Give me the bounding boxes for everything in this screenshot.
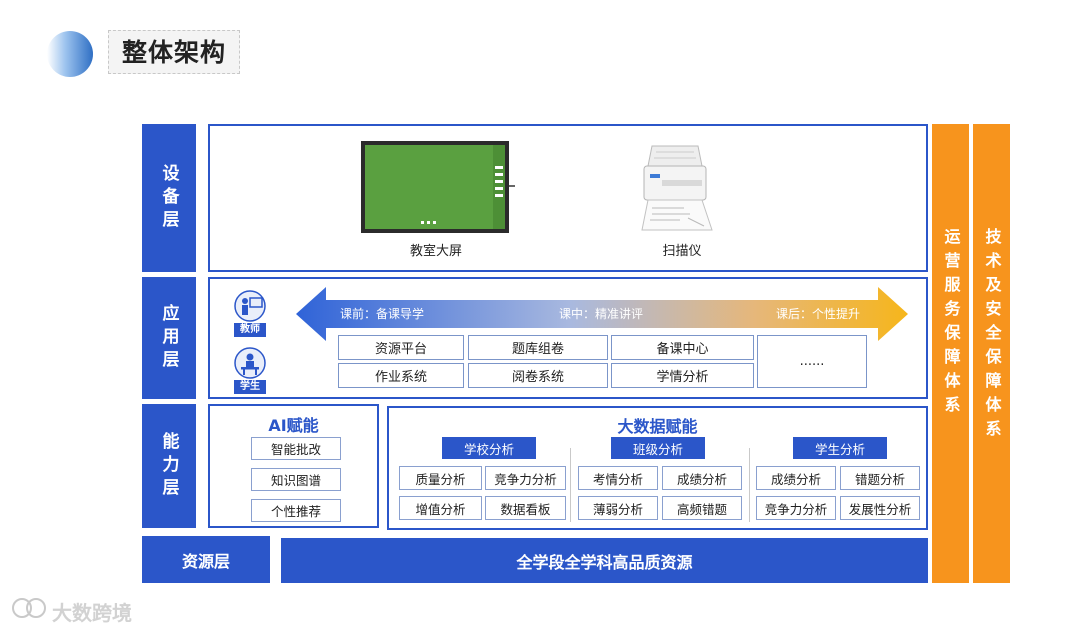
tech-security-guarantee-column: 技术及安全保障体系: [973, 124, 1010, 583]
layer-label-device: 设备层: [142, 124, 196, 272]
app-system-question-bank: 题库组卷: [468, 335, 608, 360]
app-system-homework: 作业系统: [338, 363, 464, 388]
bigdata-item: 发展性分析: [840, 496, 920, 520]
ai-empowerment-panel: AI赋能 智能批改 知识图谱 个性推荐: [208, 404, 379, 528]
ai-item-smart-grading: 智能批改: [251, 437, 341, 460]
group-divider: [749, 448, 750, 522]
smart-screen-icon: [361, 141, 517, 237]
bigdata-item: 成绩分析: [756, 466, 836, 490]
scanner-icon: [640, 144, 720, 236]
arrow-label-after-class: 课后：个性提升: [776, 305, 860, 322]
bigdata-item: 错题分析: [840, 466, 920, 490]
application-layer-panel: 教师 学生 课前：备课导学 课中：精准讲评 课后：个性提升: [208, 277, 928, 399]
app-system-more: ......: [757, 335, 867, 388]
watermark-logo-icon: [8, 596, 50, 624]
bigdata-item: 质量分析: [399, 466, 482, 490]
layer-label-capability: 能力层: [142, 404, 196, 528]
layer-label-application-text: 应用层: [157, 304, 182, 373]
bigdata-group-header-class: 班级分析: [611, 437, 705, 459]
bigdata-item: 竞争力分析: [485, 466, 566, 490]
student-icon: [232, 347, 268, 383]
role-label-teacher: 教师: [234, 323, 266, 337]
device-label-scanner: 扫描仪: [622, 240, 742, 259]
layer-label-resource: 资源层: [142, 536, 270, 583]
resource-bar: 全学段全学科高品质资源: [281, 538, 928, 583]
ai-item-knowledge-graph: 知识图谱: [251, 468, 341, 491]
ai-panel-title: AI赋能: [210, 412, 377, 436]
bigdata-group-header-school: 学校分析: [442, 437, 536, 459]
bigdata-panel-title: 大数据赋能: [389, 413, 926, 437]
layer-label-application: 应用层: [142, 277, 196, 399]
bigdata-item: 成绩分析: [662, 466, 742, 490]
bigdata-item: 增值分析: [399, 496, 482, 520]
bigdata-item: 薄弱分析: [578, 496, 658, 520]
device-label-smart-screen: 教室大屏: [376, 240, 496, 259]
bigdata-item: 高频错题: [662, 496, 742, 520]
ops-service-guarantee-text: 运营服务保障体系: [939, 228, 963, 583]
app-system-grading: 阅卷系统: [468, 363, 608, 388]
app-system-learning-analysis: 学情分析: [611, 363, 754, 388]
tech-security-guarantee-text: 技术及安全保障体系: [980, 228, 1004, 583]
title-decoration-circle: [47, 31, 93, 77]
arrow-label-during-class: 课中：精准讲评: [559, 305, 643, 322]
role-label-student: 学生: [234, 380, 266, 394]
page-title: 整体架构: [108, 30, 240, 74]
app-system-lesson-prep-center: 备课中心: [611, 335, 754, 360]
app-system-resource-platform: 资源平台: [338, 335, 464, 360]
ops-service-guarantee-column: 运营服务保障体系: [932, 124, 969, 583]
bigdata-group-header-student: 学生分析: [793, 437, 887, 459]
layer-label-capability-text: 能力层: [157, 432, 182, 501]
bigdata-item: 竞争力分析: [756, 496, 836, 520]
bigdata-empowerment-panel: 大数据赋能 学校分析 质量分析 竞争力分析 增值分析 数据看板 班级分析 考情分…: [387, 406, 928, 530]
teacher-icon: [232, 290, 268, 326]
device-layer-panel: 教室大屏 扫描仪: [208, 124, 928, 272]
arrow-label-before-class: 课前：备课导学: [340, 305, 424, 322]
group-divider: [570, 448, 571, 522]
watermark-text: 大数跨境: [52, 597, 132, 626]
ai-item-personal-recommend: 个性推荐: [251, 499, 341, 522]
bigdata-item: 数据看板: [485, 496, 566, 520]
bigdata-item: 考情分析: [578, 466, 658, 490]
layer-label-device-text: 设备层: [157, 164, 182, 233]
